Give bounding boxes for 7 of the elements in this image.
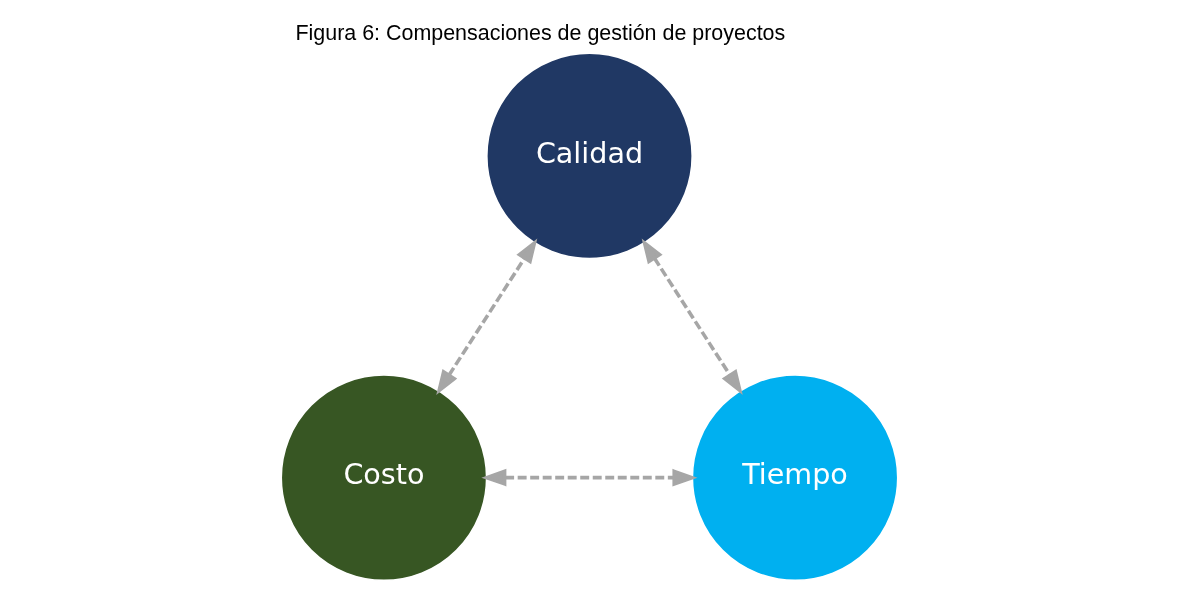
node-circle: Tiempo: [690, 373, 899, 582]
arrow: [435, 238, 537, 395]
arrow: [641, 238, 743, 395]
node-circle: Calidad: [485, 52, 693, 260]
diagram-title: Figura 6: Compensaciones de gestión de proyectos: [294, 20, 785, 45]
arrow: [480, 468, 697, 487]
node-circle: Costo: [279, 373, 488, 582]
